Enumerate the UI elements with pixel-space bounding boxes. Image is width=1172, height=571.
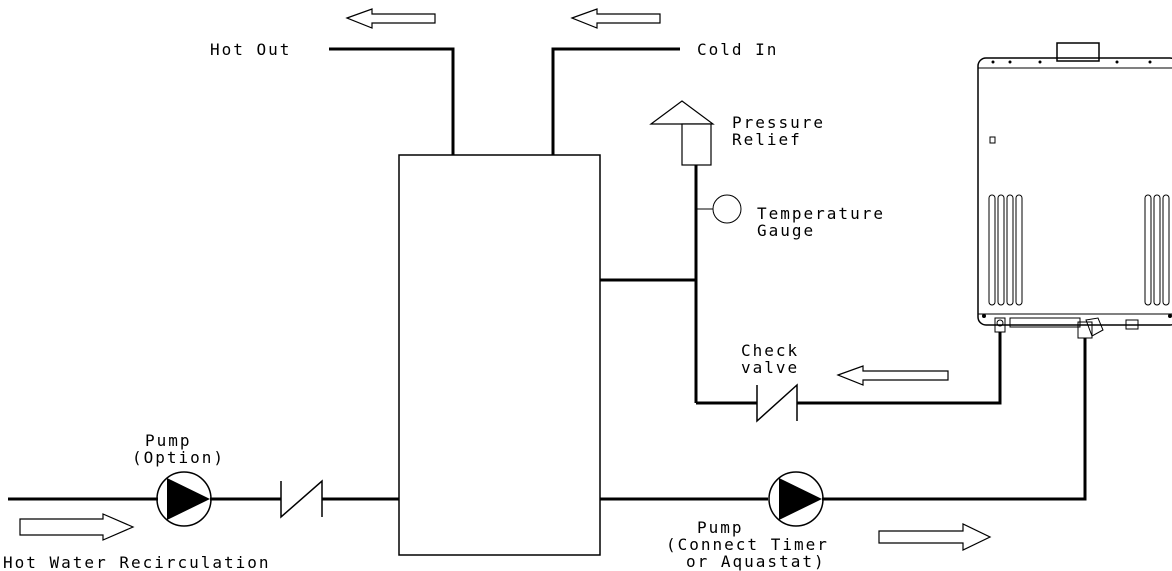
pump-timer-label-line3: or Aquastat) xyxy=(686,552,826,571)
temperature-gauge-label-line1: Temperature xyxy=(757,204,885,223)
tankless-water-heater-icon xyxy=(977,42,1172,339)
pump-option-label-line1: Pump xyxy=(145,431,192,450)
check-valve-icon xyxy=(280,479,323,519)
pressure-relief-label-line1: Pressure xyxy=(732,113,825,132)
storage-tank xyxy=(398,154,601,556)
temperature-gauge-label-line2: Gauge xyxy=(757,221,815,240)
hot-water-recirculation-label: Hot Water Recirculation xyxy=(3,553,271,571)
heater-supply-pipe-right xyxy=(822,338,1087,501)
check-valve-label-line1: Check xyxy=(741,341,799,360)
cold-in-label: Cold In xyxy=(697,40,778,59)
check-valve-label-line2: valve xyxy=(741,358,799,377)
pressure-relief-valve-icon xyxy=(649,100,715,166)
pump-option-label-line2: (Option) xyxy=(132,448,225,467)
pump-timer-label-line2: (Connect Timer xyxy=(666,535,829,554)
recirculation-flow-arrow-icon xyxy=(19,513,135,541)
heater-flow-arrow-icon xyxy=(878,523,992,551)
pump-timer-label-line1: Pump xyxy=(697,518,744,537)
cold-in-pipe xyxy=(551,47,680,155)
temperature-gauge-icon xyxy=(696,194,742,224)
hot-out-label: Hot Out xyxy=(210,40,291,59)
hot-out-flow-arrow-icon xyxy=(345,8,436,29)
hot-out-pipe xyxy=(329,47,455,155)
pump-timer-icon xyxy=(768,471,824,527)
cold-in-flow-arrow-icon xyxy=(570,8,661,29)
pump-option-icon xyxy=(156,471,212,527)
check-valve-icon xyxy=(756,383,798,423)
return-pipe-right xyxy=(797,332,1002,405)
return-flow-arrow-icon xyxy=(836,365,949,386)
pressure-relief-label-line2: Relief xyxy=(732,130,802,149)
